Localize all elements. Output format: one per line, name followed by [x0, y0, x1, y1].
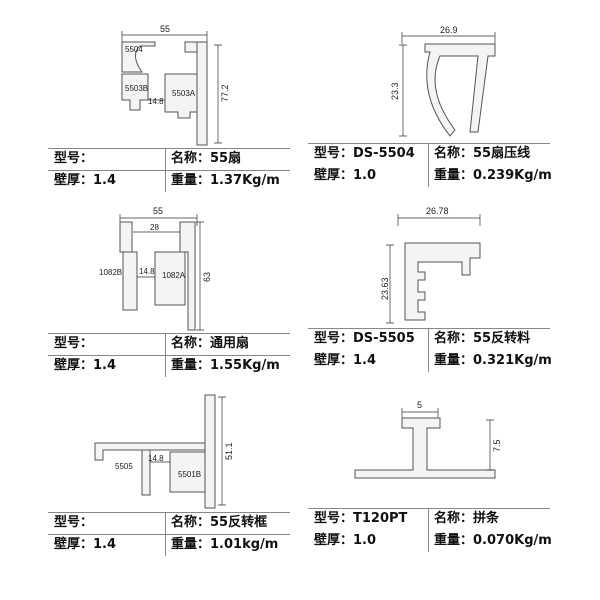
wall-thickness-field: 壁厚：1.4	[54, 537, 117, 552]
dim-width: 55	[160, 24, 170, 34]
spec-table-55-reverse-frame: 型号： 名称：55反转框 壁厚：1.4 重量：1.01kg/m	[48, 512, 290, 556]
dim-height: 51.1	[224, 442, 234, 460]
dim-gap: 14.8	[148, 97, 164, 106]
dim-width: 5	[417, 400, 422, 410]
model-field: 型号：	[54, 515, 94, 530]
wall-thickness-field: 壁厚：1.0	[314, 533, 377, 548]
model-field: 型号：	[54, 336, 94, 351]
dim-height: 23.63	[380, 277, 390, 300]
model-field: 型号：T120PT	[314, 511, 408, 526]
profile-drawing-general-sash: 55 28 14.8 1082B 1082A 63	[99, 206, 212, 331]
weight-field: 重量：0.321Kg/m	[434, 353, 552, 368]
dim-width: 26.9	[440, 25, 458, 35]
dim-inner: 28	[150, 223, 159, 232]
name-field: 名称：通用扇	[171, 336, 250, 351]
weight-field: 重量：1.37Kg/m	[171, 173, 280, 188]
spec-table-55-sash: 型号： 名称：55扇 壁厚：1.4 重量：1.37Kg/m	[48, 148, 290, 192]
model-field: 型号：	[54, 151, 94, 166]
spec-table-t120pt: 型号：T120PT 名称：拼条 壁厚：1.0 重量：0.070Kg/m	[308, 508, 552, 552]
dim-width: 26.78	[426, 206, 449, 216]
name-field: 名称：55反转料	[434, 331, 531, 346]
weight-field: 重量：0.070Kg/m	[434, 533, 552, 548]
name-field: 名称：55扇压线	[434, 146, 531, 161]
wall-thickness-field: 壁厚：1.4	[54, 358, 117, 373]
model-field: 型号：DS-5505	[314, 331, 415, 346]
profile-drawing-55-reverse-frame: 14.8 5505 5501B 51.1	[94, 394, 234, 509]
dim-gap: 14.8	[148, 454, 164, 463]
dim-height: 23.3	[390, 82, 400, 100]
part-label: 5504	[125, 45, 143, 54]
spec-table-ds-5505: 型号：DS-5505 名称：55反转料 壁厚：1.4 重量：0.321Kg/m	[308, 328, 552, 372]
wall-thickness-field: 壁厚：1.4	[54, 173, 117, 188]
name-field: 名称：55反转框	[171, 515, 268, 530]
spec-table-general-sash: 型号： 名称：通用扇 壁厚：1.4 重量：1.55Kg/m	[48, 333, 290, 377]
part-label: 5503B	[125, 84, 148, 93]
weight-field: 重量：0.239Kg/m	[434, 168, 552, 183]
dim-height: 63	[202, 272, 212, 282]
profile-drawing-ds-5504: 26.9 23.3	[390, 25, 496, 137]
part-label: 5503A	[172, 89, 196, 98]
dim-height: 7.5	[492, 439, 502, 452]
profile-drawing-ds-5505: 26.78 23.63	[380, 206, 481, 324]
wall-thickness-field: 壁厚：1.0	[314, 168, 377, 183]
profile-drawing-t120pt: 5 7.5	[354, 400, 502, 479]
model-field: 型号：DS-5504	[314, 146, 415, 161]
name-field: 名称：拼条	[434, 511, 500, 526]
spec-table-ds-5504: 型号：DS-5504 名称：55扇压线 壁厚：1.0 重量：0.239Kg/m	[308, 143, 552, 187]
dim-width: 55	[153, 206, 163, 216]
weight-field: 重量：1.01kg/m	[171, 537, 279, 552]
part-label: 1082B	[99, 268, 122, 277]
wall-thickness-field: 壁厚：1.4	[314, 353, 377, 368]
name-field: 名称：55扇	[171, 151, 242, 166]
part-label: 5501B	[178, 470, 201, 479]
part-label: 1082A	[162, 271, 186, 280]
profile-drawing-55-sash: 55 77.2 5504 5503B 14.8 5503A	[121, 24, 230, 146]
part-label: 5505	[115, 462, 133, 471]
dim-height: 77.2	[220, 84, 230, 102]
weight-field: 重量：1.55Kg/m	[171, 358, 280, 373]
dim-gap: 14.8	[139, 267, 155, 276]
